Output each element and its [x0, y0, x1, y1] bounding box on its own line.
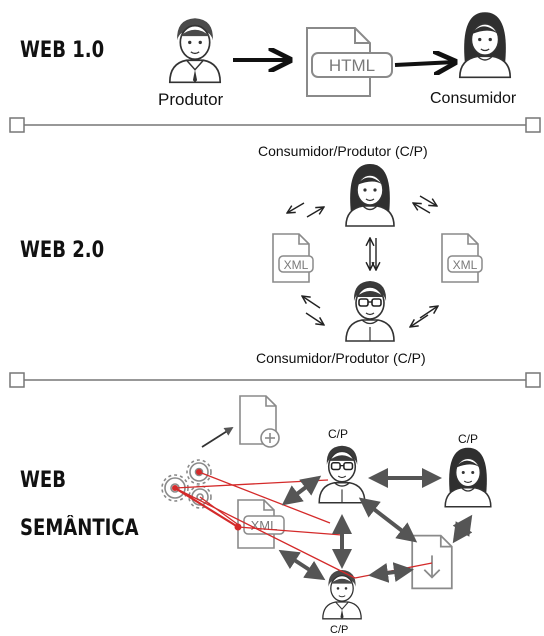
semantic-title-line1: WEB: [20, 468, 66, 493]
link-arrow: [201, 427, 234, 448]
web2-title: WEB 2.0: [20, 238, 105, 263]
document-icon: XML: [272, 233, 314, 283]
xml-right-label: XML: [453, 258, 478, 272]
semantic-xml-label: XML: [251, 518, 278, 533]
web1-consumer-label: Consumidor: [430, 90, 517, 107]
swap-arrows-icon: [410, 306, 438, 327]
swap-arrows-icon: [370, 238, 376, 270]
web2-top-label: Consumidor/Produtor (C/P): [258, 143, 428, 159]
swap-arrows-icon: [302, 296, 324, 325]
web2-bottom-label: Consumidor/Produtor (C/P): [256, 350, 426, 366]
html-document-label: HTML: [329, 56, 375, 75]
document-icon: XML: [441, 233, 483, 283]
semantic-title-line2: SEMÂNTICA: [20, 516, 139, 541]
semantic-cp-right-label: C/P: [458, 432, 479, 446]
section-divider: [9, 372, 541, 388]
gears-icon: [161, 459, 212, 509]
web1-title: WEB 1.0: [20, 38, 105, 63]
add-document-icon: [239, 395, 280, 448]
swap-arrows-icon: [287, 202, 324, 218]
flow-arrow-html-to-consumer: [394, 62, 455, 65]
person-icon: [458, 11, 512, 79]
semantic-cp-bottom-label: C/P: [330, 624, 349, 636]
web1-producer-label: Produtor: [158, 90, 224, 109]
semantic-arrows: [278, 468, 473, 583]
document-icon: HTML: [306, 27, 393, 97]
xml-left-label: XML: [284, 258, 309, 272]
person-icon: [168, 17, 222, 84]
person-icon: [444, 447, 492, 508]
person-icon: [345, 280, 395, 342]
semantic-cp-center-label: C/P: [328, 427, 349, 441]
swap-arrows-icon: [413, 195, 437, 214]
xml-document-icon: XML: [237, 499, 285, 549]
person-icon: [318, 444, 366, 504]
section-divider: [9, 117, 541, 133]
download-document-icon: [411, 534, 453, 590]
person-icon: [345, 163, 395, 227]
